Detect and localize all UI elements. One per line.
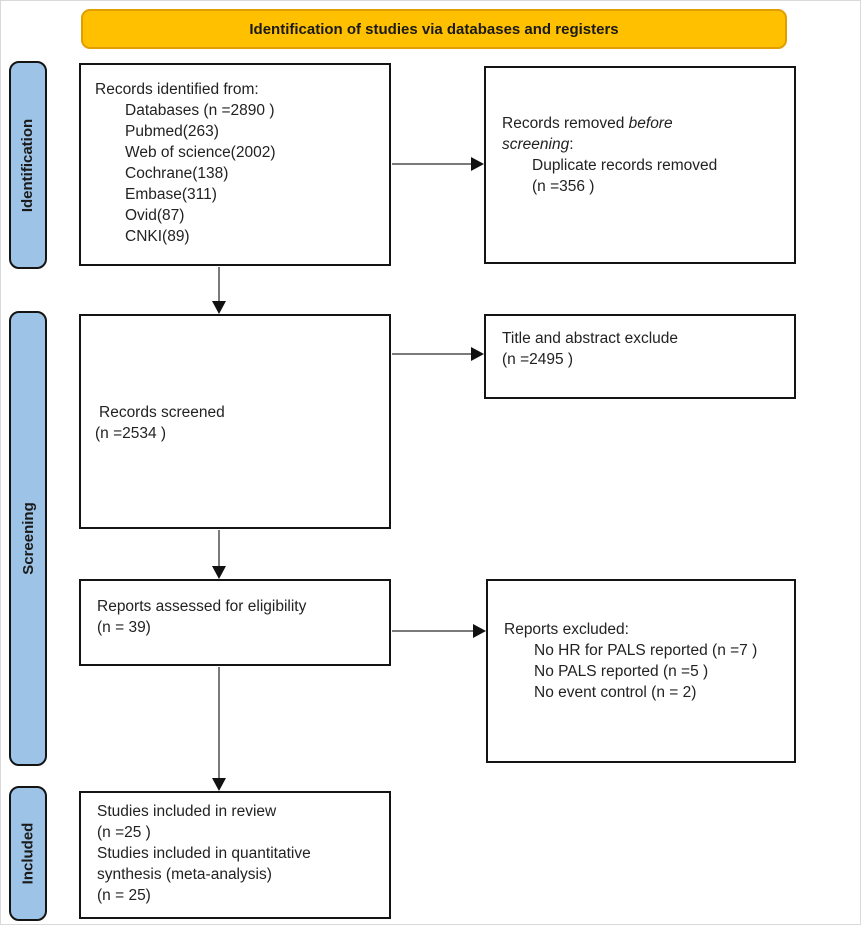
title-abstract-excluded-box: Title and abstract exclude (n =2495 ) bbox=[484, 314, 796, 399]
arrow-screened-to-assessed bbox=[212, 530, 226, 579]
box-title-line: Reports excluded: bbox=[504, 621, 629, 638]
arrowhead-down-icon bbox=[212, 778, 226, 791]
stage-label-screening: Screening bbox=[19, 502, 37, 575]
box-text-line: Title and abstract exclude bbox=[502, 330, 679, 347]
box-item-line: CNKI(89) bbox=[125, 228, 190, 245]
arrow-shaft bbox=[218, 267, 220, 301]
title-italic-text: before bbox=[628, 115, 673, 132]
stage-bar-screening: Screening bbox=[9, 311, 47, 766]
box-text-line: Studies included in quantitative bbox=[97, 845, 311, 862]
box-item-line: Pubmed(263) bbox=[125, 123, 219, 140]
box-title-line: Records identified from: bbox=[95, 81, 259, 98]
records-screened-box: Records screened (n =2534 ) bbox=[79, 314, 391, 529]
arrowhead-down-icon bbox=[212, 301, 226, 314]
title-text: : bbox=[569, 136, 574, 153]
box-text-line: Records screened bbox=[99, 404, 225, 421]
stage-bar-identification: Identification bbox=[9, 61, 47, 269]
diagram-title-banner: Identification of studies via databases … bbox=[81, 9, 787, 49]
arrow-identified-to-removed bbox=[392, 157, 484, 171]
title-text: Records removed bbox=[502, 115, 629, 132]
stage-label-identification: Identification bbox=[19, 118, 37, 212]
box-item-line: No PALS reported (n =5 ) bbox=[534, 663, 709, 680]
title-italic-text: screening bbox=[502, 136, 570, 153]
arrow-shaft bbox=[218, 667, 220, 778]
records-identified-box: Records identified from: Databases (n =2… bbox=[79, 63, 391, 266]
arrow-identified-to-screened bbox=[212, 267, 226, 314]
box-text-line: synthesis (meta-analysis) bbox=[97, 866, 272, 883]
box-item-line: Databases (n =2890 ) bbox=[125, 102, 275, 119]
studies-included-box: Studies included in review (n =25 ) Stud… bbox=[79, 791, 391, 919]
arrow-shaft bbox=[392, 630, 473, 632]
arrowhead-right-icon bbox=[473, 624, 486, 638]
box-item-line: Cochrane(138) bbox=[125, 165, 229, 182]
box-text-line: (n = 39) bbox=[97, 619, 151, 636]
box-item-line: No event control (n = 2) bbox=[534, 684, 697, 701]
arrow-assessed-to-included bbox=[212, 667, 226, 791]
box-title-line: Records removed before bbox=[502, 113, 788, 134]
box-item-line: (n =356 ) bbox=[532, 178, 595, 195]
box-item-line: Duplicate records removed bbox=[532, 157, 718, 174]
arrow-shaft bbox=[392, 163, 471, 165]
arrowhead-down-icon bbox=[212, 566, 226, 579]
box-text-line: Studies included in review bbox=[97, 803, 277, 820]
stage-label-included: Included bbox=[19, 822, 37, 885]
stage-bar-included: Included bbox=[9, 786, 47, 921]
box-title-line: screening: bbox=[502, 134, 788, 155]
box-item-line: Embase(311) bbox=[125, 186, 217, 203]
box-item-line: Web of science(2002) bbox=[125, 144, 276, 161]
box-text-line: (n =2534 ) bbox=[95, 425, 167, 442]
arrowhead-right-icon bbox=[471, 347, 484, 361]
box-text-line: (n = 25) bbox=[97, 887, 151, 904]
arrow-shaft bbox=[392, 353, 471, 355]
arrowhead-right-icon bbox=[471, 157, 484, 171]
box-item-line: No HR for PALS reported (n =7 ) bbox=[534, 642, 758, 659]
records-removed-box: Records removed before screening: Duplic… bbox=[484, 66, 796, 264]
box-item-line: Ovid(87) bbox=[125, 207, 185, 224]
box-text-line: Reports assessed for eligibility bbox=[97, 598, 307, 615]
diagram-title: Identification of studies via databases … bbox=[249, 20, 619, 38]
arrow-screened-to-title-abstract bbox=[392, 347, 484, 361]
box-text-line: (n =25 ) bbox=[97, 824, 151, 841]
box-text-line: (n =2495 ) bbox=[502, 351, 574, 368]
reports-excluded-box: Reports excluded: No HR for PALS reporte… bbox=[486, 579, 796, 763]
reports-assessed-box: Reports assessed for eligibility (n = 39… bbox=[79, 579, 391, 666]
arrow-assessed-to-excluded bbox=[392, 624, 486, 638]
arrow-shaft bbox=[218, 530, 220, 566]
